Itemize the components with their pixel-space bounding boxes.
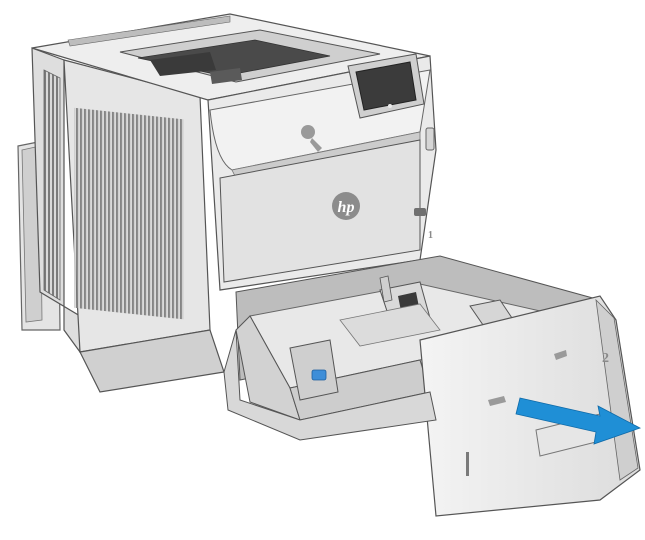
tray1-label: 1 [428, 230, 433, 241]
door-release-icon [301, 125, 322, 152]
home-button[interactable] [388, 104, 392, 108]
paper-width-guide-left[interactable] [289, 339, 339, 401]
hp-logo-icon: hp [332, 192, 360, 220]
tray1-handle-icon[interactable] [414, 208, 426, 216]
hp-logo-text: hp [338, 199, 355, 216]
printer-front-body: hp 1 [207, 53, 437, 291]
control-panel[interactable] [347, 53, 425, 119]
paper-tray-2[interactable] [235, 255, 602, 421]
printer-top [31, 13, 431, 101]
pull-out-arrow-icon [515, 397, 642, 445]
side-vent-grille [74, 107, 184, 320]
front-door [219, 139, 421, 283]
usb-port-icon [425, 127, 435, 151]
guide-blue-tab-left[interactable] [311, 369, 327, 381]
printer-left-side [31, 47, 225, 393]
touchscreen[interactable] [355, 61, 417, 111]
tray-size-indicator [466, 452, 469, 476]
tray2-label: 2 [602, 351, 609, 366]
printer-base [223, 329, 437, 441]
